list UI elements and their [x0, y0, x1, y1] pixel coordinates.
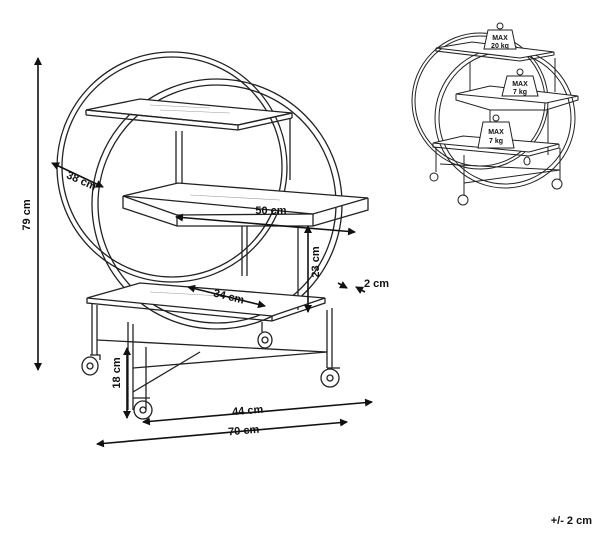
total-width-label: 70 cm — [228, 424, 260, 439]
weight-icon-top — [483, 22, 517, 50]
top-limit-line1: MAX — [492, 35, 508, 42]
middle-limit-line2: 7 kg — [513, 89, 527, 96]
top-limit-line2: 20 kg — [491, 43, 509, 50]
bottom-limit-line1: MAX — [488, 129, 504, 136]
tolerance-note: +/- 2 cm — [551, 515, 592, 527]
load-capacity-inset — [411, 32, 579, 206]
leg-height-label: 18 cm — [111, 357, 123, 388]
shelf-width-label: 50 cm — [255, 205, 286, 217]
base-width-label: 44 cm — [232, 404, 264, 419]
weight-icon-middle — [501, 68, 539, 97]
middle-limit-line1: MAX — [512, 81, 528, 88]
dimension-lines — [34, 57, 373, 448]
base-frame — [91, 303, 333, 410]
bottom-shelf — [86, 282, 326, 322]
depth-label: 38 cm — [65, 169, 99, 193]
main-cart-drawing — [56, 51, 369, 420]
weight-icon-bottom — [477, 114, 515, 149]
ring-thickness-label: 2 cm — [364, 278, 389, 290]
bottom-limit-line2: 7 kg — [489, 138, 503, 145]
back-ring — [56, 51, 288, 283]
height-total-label: 79 cm — [21, 199, 33, 230]
top-shelf — [85, 98, 293, 131]
middle-shelf — [122, 182, 369, 227]
shelf-spacing-label: 23 cm — [310, 246, 322, 277]
